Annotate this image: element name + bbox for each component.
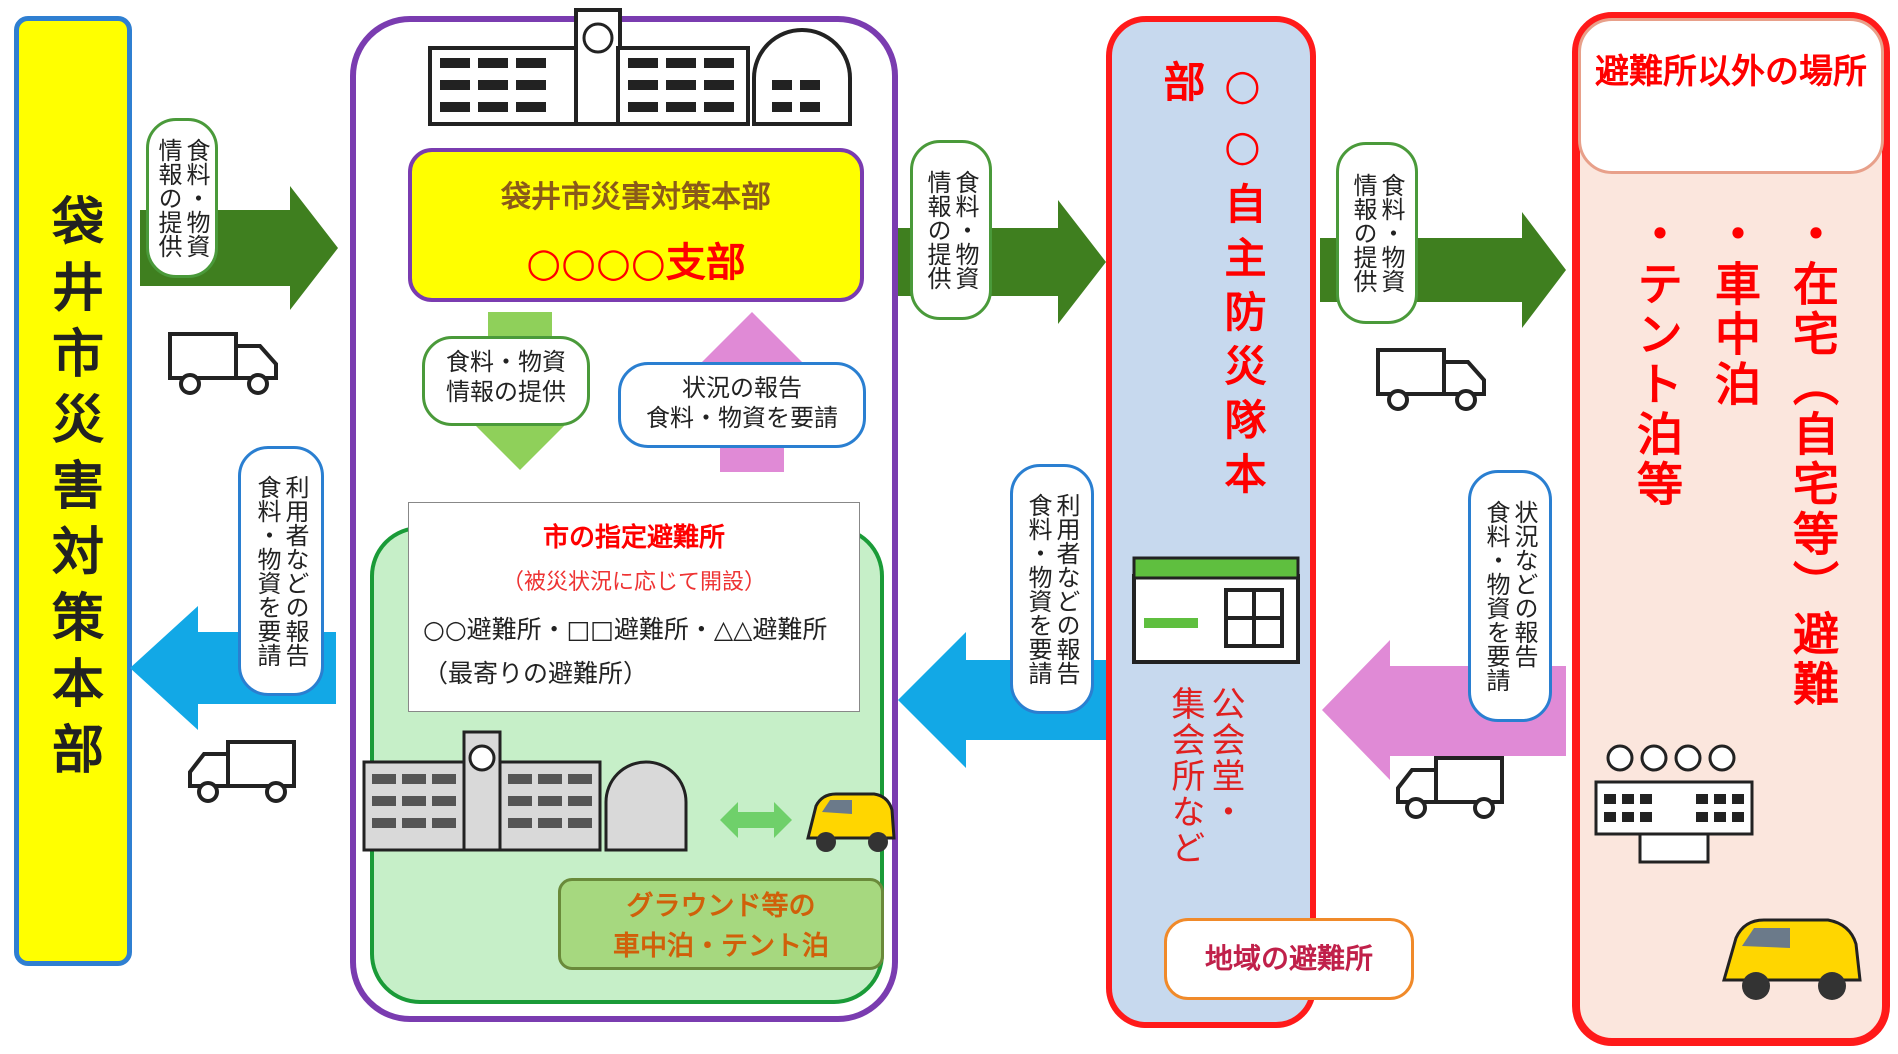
city-hq-box: 袋井市災害対策本部 bbox=[14, 16, 132, 966]
branch-name: ○○○○支部 bbox=[526, 240, 746, 286]
org-sub-label: 公会堂・集会所など bbox=[1165, 686, 1245, 866]
note-branch-to-hq: 利用者などの報告 食料・物資を要請 bbox=[238, 446, 324, 696]
org-title: ○○自主防災隊本部 bbox=[1157, 60, 1267, 506]
note-org-to-other: 食料・物資 情報の提供 bbox=[1336, 142, 1418, 324]
local-shelter-label: 地域の避難所 bbox=[1164, 918, 1414, 1000]
city-hq-label: 袋井市災害対策本部 bbox=[42, 194, 103, 788]
other-places-head: 避難所以外の場所 bbox=[1578, 18, 1884, 174]
note-org-to-branch: 利用者などの報告 食料・物資を要請 bbox=[1010, 464, 1094, 714]
ground-parking-label: グラウンド等の 車中泊・テント泊 bbox=[558, 878, 884, 970]
houses-with-people-icon bbox=[1594, 744, 1754, 864]
shelter-title-emph: 避難所 bbox=[647, 523, 726, 553]
other-places-box bbox=[1572, 12, 1890, 1046]
note-other-to-org: 状況などの報告 食料・物資を要請 bbox=[1468, 470, 1552, 722]
car-icon bbox=[1722, 918, 1862, 1000]
note-branch-to-org: 食料・物資 情報の提供 bbox=[910, 140, 992, 320]
shelter-list: ○○避難所・□□避難所・△△避難所（最寄りの避難所） bbox=[423, 615, 828, 688]
other-col-car: ・車中泊 bbox=[1708, 210, 1762, 410]
other-col-tent: ・テント泊等 bbox=[1630, 210, 1684, 510]
designated-shelter-info: 市の指定避難所 （被災状況に応じて開設） ○○避難所・□□避難所・△△避難所（最… bbox=[408, 502, 860, 712]
car-icon bbox=[806, 792, 896, 852]
branch-head-box: 袋井市災害対策本部 ○○○○支部 bbox=[408, 148, 864, 302]
school-building-icon bbox=[362, 730, 688, 852]
truck-icon bbox=[1376, 348, 1486, 411]
self-defense-org-box bbox=[1106, 16, 1316, 1028]
community-hall-icon bbox=[1132, 556, 1300, 664]
school-building-icon bbox=[428, 8, 852, 126]
note-branch-down: 食料・物資 情報の提供 bbox=[422, 336, 590, 426]
note-hq-to-branch: 食料・物資 情報の提供 bbox=[146, 118, 218, 278]
truck-icon bbox=[1396, 756, 1504, 819]
shelter-title-prefix: 市の指定 bbox=[542, 523, 647, 553]
truck-icon bbox=[168, 332, 278, 395]
double-arrow-icon bbox=[720, 802, 792, 838]
shelter-subtitle: （被災状況に応じて開設） bbox=[501, 570, 766, 595]
other-col-home: ・在宅（自宅等）避難 bbox=[1786, 210, 1840, 710]
note-branch-up: 状況の報告 食料・物資を要請 bbox=[618, 362, 866, 448]
truck-icon bbox=[188, 740, 296, 803]
branch-hq-title: 袋井市災害対策本部 bbox=[501, 180, 771, 215]
